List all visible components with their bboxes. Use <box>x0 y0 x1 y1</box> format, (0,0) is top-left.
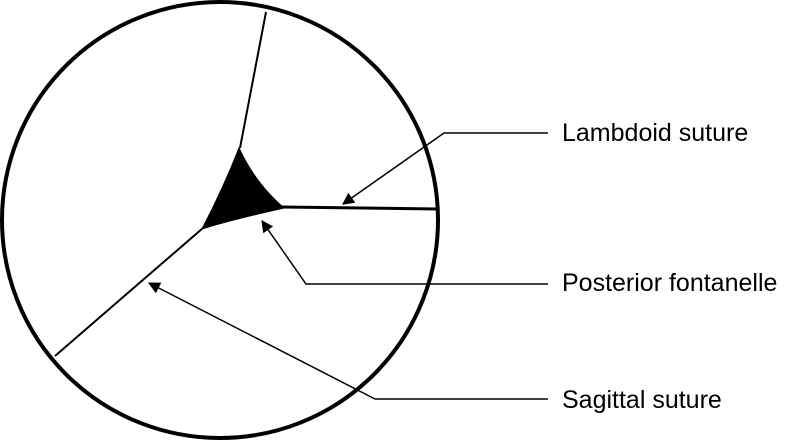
posterior-fontanelle-label: Posterior fontanelle <box>562 269 778 297</box>
skull-outline <box>0 0 440 440</box>
lambdoid-suture-label: Lambdoid suture <box>562 119 749 147</box>
lambdoid-leader-line <box>342 132 548 205</box>
upper-suture-line <box>239 11 267 149</box>
sagittal-suture-line <box>54 227 204 357</box>
posterior-fontanelle-shape <box>200 146 286 230</box>
posterior-fontanelle-leader-line <box>261 220 548 285</box>
sagittal-leader-line <box>147 282 548 400</box>
sagittal-suture-label: Sagittal suture <box>562 386 722 414</box>
lambdoid-suture-line <box>281 205 439 211</box>
